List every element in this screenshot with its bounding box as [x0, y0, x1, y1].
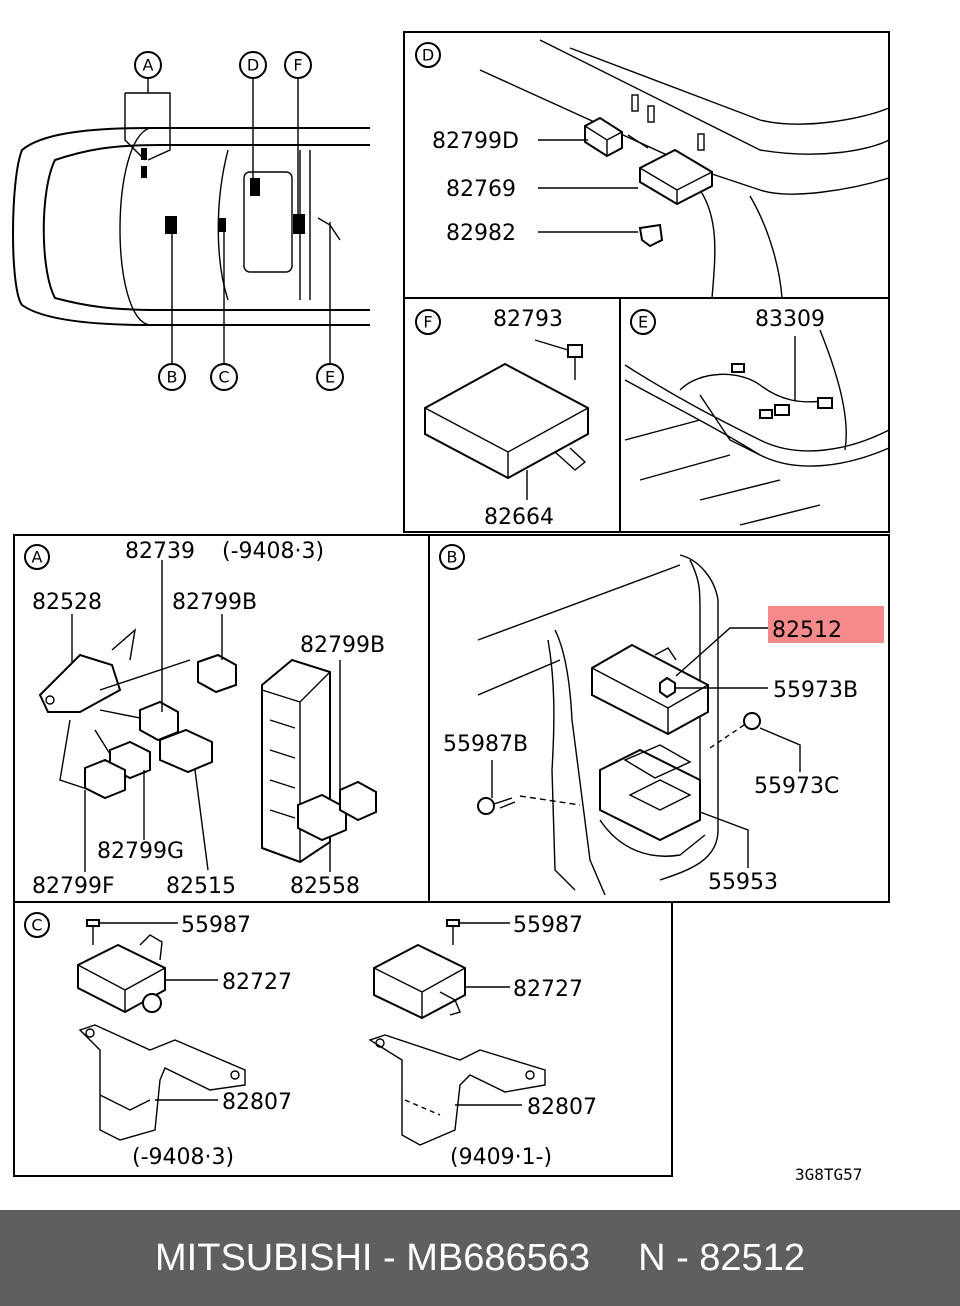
- panel-b-part-55973c: 55973C: [754, 774, 839, 799]
- overview-callout-c: C: [218, 368, 229, 387]
- panel-a-part-82799g: 82799G: [97, 839, 184, 864]
- panel-a-letter: A: [32, 548, 43, 567]
- panel-f: F 82793 82664: [403, 297, 621, 533]
- footer-brand: MITSUBISHI: [155, 1236, 373, 1279]
- panel-d-letter: D: [422, 46, 434, 65]
- footer-separator: -: [372, 1236, 407, 1279]
- panel-b-letter: B: [447, 548, 458, 567]
- panel-f-letter: F: [423, 313, 432, 332]
- panel-c-right-date-range: (9409·1-): [450, 1145, 552, 1170]
- panel-b-part-55987b: 55987B: [443, 732, 528, 757]
- overview-callout-d: D: [247, 56, 259, 75]
- panel-e-part-83309: 83309: [755, 307, 825, 332]
- panel-b-part-55953: 55953: [708, 870, 778, 895]
- panel-a-part-82515: 82515: [166, 874, 236, 899]
- footer-bar: MITSUBISHI - MB686563 N - 82512: [0, 1210, 960, 1306]
- vehicle-overview: A D F B C E: [12, 51, 370, 391]
- panel-c-right-part-55987: 55987: [513, 913, 583, 938]
- panel-c-left-date-range: (-9408·3): [132, 1145, 234, 1170]
- highlight-box: [768, 606, 884, 643]
- panel-a-part-82558: 82558: [290, 874, 360, 899]
- panel-c-left-part-55987: 55987: [181, 913, 251, 938]
- panel-f-part-82664: 82664: [484, 505, 554, 530]
- panel-c-letter: C: [31, 916, 42, 935]
- panel-c: C 55987 82727 82807 (-9408·3) 55987 8272…: [13, 901, 673, 1177]
- footer-part-number: MB686563: [406, 1236, 591, 1279]
- panel-a-part-82799b-top: 82799B: [172, 590, 257, 615]
- diagram-code: 3G8TG57: [795, 1165, 862, 1184]
- panel-e-letter: E: [638, 313, 648, 332]
- overview-callout-f: F: [293, 56, 302, 75]
- panel-a-part-82528: 82528: [32, 590, 102, 615]
- panel-d-part-82769: 82769: [446, 177, 516, 202]
- panel-a: A 82739 (-9408·3) 82528 82799B 82799B 82…: [13, 534, 430, 903]
- panel-b-part-82512: 82512: [772, 618, 842, 643]
- overview-callout-e: E: [325, 368, 335, 387]
- overview-callout-a: A: [143, 56, 154, 75]
- panel-c-right-part-82727: 82727: [513, 977, 583, 1002]
- footer-reference: N - 82512: [638, 1236, 805, 1279]
- parts-diagram: A D F B C E D 827: [12, 31, 890, 1184]
- panel-a-date-range: (-9408·3): [222, 539, 324, 564]
- panel-c-left-part-82807: 82807: [222, 1090, 292, 1115]
- panel-b-part-55973b: 55973B: [773, 678, 858, 703]
- panel-d-part-82982: 82982: [446, 221, 516, 246]
- panel-a-part-82739: 82739: [125, 539, 195, 564]
- overview-callout-b: B: [167, 368, 178, 387]
- panel-f-part-82793: 82793: [493, 307, 563, 332]
- panel-b: B 82512 55973B 55987B 55973C: [428, 534, 890, 903]
- panel-a-part-82799f: 82799F: [32, 874, 115, 899]
- panel-e: E 83309: [619, 297, 890, 533]
- panel-d-part-82799d: 82799D: [432, 129, 519, 154]
- panel-c-right-part-82807: 82807: [527, 1095, 597, 1120]
- panel-a-part-82799b-right: 82799B: [300, 633, 385, 658]
- panel-c-left-part-82727: 82727: [222, 970, 292, 995]
- panel-d: D 82799D 82769 82982: [403, 31, 890, 299]
